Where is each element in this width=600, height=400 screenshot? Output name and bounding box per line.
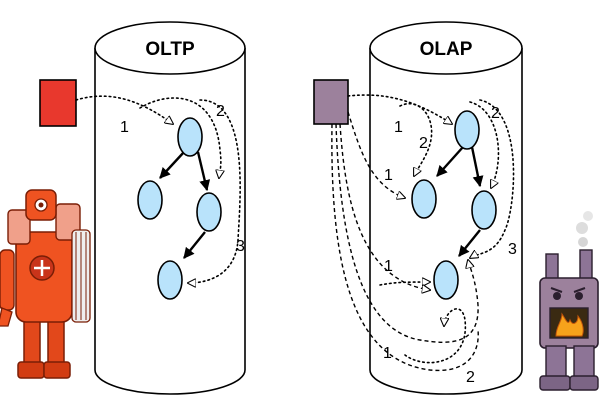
oltp-edge-right-leaf xyxy=(183,231,206,259)
olap-step-label: 3 xyxy=(508,241,517,258)
olap-step-label: 1 xyxy=(384,167,393,184)
robot-character-icon xyxy=(0,189,91,379)
olap-scan-path xyxy=(339,123,430,290)
olap-access-path xyxy=(470,99,515,258)
olap-access-path xyxy=(469,101,500,188)
olap-node-leaf xyxy=(433,260,459,300)
olap-edge-root-left xyxy=(436,146,464,177)
olap-edge-root-right xyxy=(470,146,484,188)
oltp-node-root xyxy=(177,117,203,157)
olap-source-square xyxy=(313,79,349,125)
oltp-source-square xyxy=(39,79,77,127)
oltp-node-right xyxy=(196,192,222,232)
oltp-title: OLTP xyxy=(145,39,195,60)
oltp-cylinder xyxy=(94,48,246,395)
olap-scan-path xyxy=(347,111,405,198)
olap-node-root xyxy=(454,110,480,150)
olap-title: OLAP xyxy=(420,39,473,60)
olap-store: OLAP 1 2 1 1 2 3 1 2 xyxy=(313,21,523,395)
olap-node-left xyxy=(411,179,437,219)
olap-access-path xyxy=(404,308,466,364)
olap-cylinder-top xyxy=(369,21,523,75)
olap-node-right xyxy=(471,190,497,230)
oltp-access-path-3 xyxy=(188,99,241,283)
olap-cylinder xyxy=(369,48,523,395)
olap-edge-right-leaf xyxy=(458,229,481,257)
oltp-step-label: 2 xyxy=(216,103,225,120)
olap-scan-path xyxy=(331,123,479,372)
olap-access-path xyxy=(399,103,433,176)
oltp-cylinder-top xyxy=(94,21,246,75)
oltp-step-label: 1 xyxy=(120,119,129,136)
olap-step-label: 2 xyxy=(419,135,428,152)
olap-access-path xyxy=(347,94,452,124)
oltp-node-leaf xyxy=(157,260,183,300)
oltp-edge-root-right xyxy=(196,151,211,192)
oltp-access-path-2 xyxy=(139,97,221,178)
olap-access-path xyxy=(379,282,430,285)
olap-scan-path xyxy=(335,123,479,343)
olap-step-label: 2 xyxy=(491,105,500,122)
olap-step-label: 1 xyxy=(384,258,393,275)
olap-step-label: 2 xyxy=(466,369,475,386)
olap-step-label: 1 xyxy=(383,345,392,362)
oltp-step-label: 3 xyxy=(236,238,245,255)
olap-step-label: 1 xyxy=(394,119,403,136)
oltp-edge-root-left xyxy=(159,151,185,179)
oltp-store: OLTP 1 2 3 xyxy=(39,21,246,395)
oltp-node-left xyxy=(137,180,163,220)
furnace-character-icon xyxy=(539,211,599,391)
oltp-access-path-1 xyxy=(75,95,173,124)
